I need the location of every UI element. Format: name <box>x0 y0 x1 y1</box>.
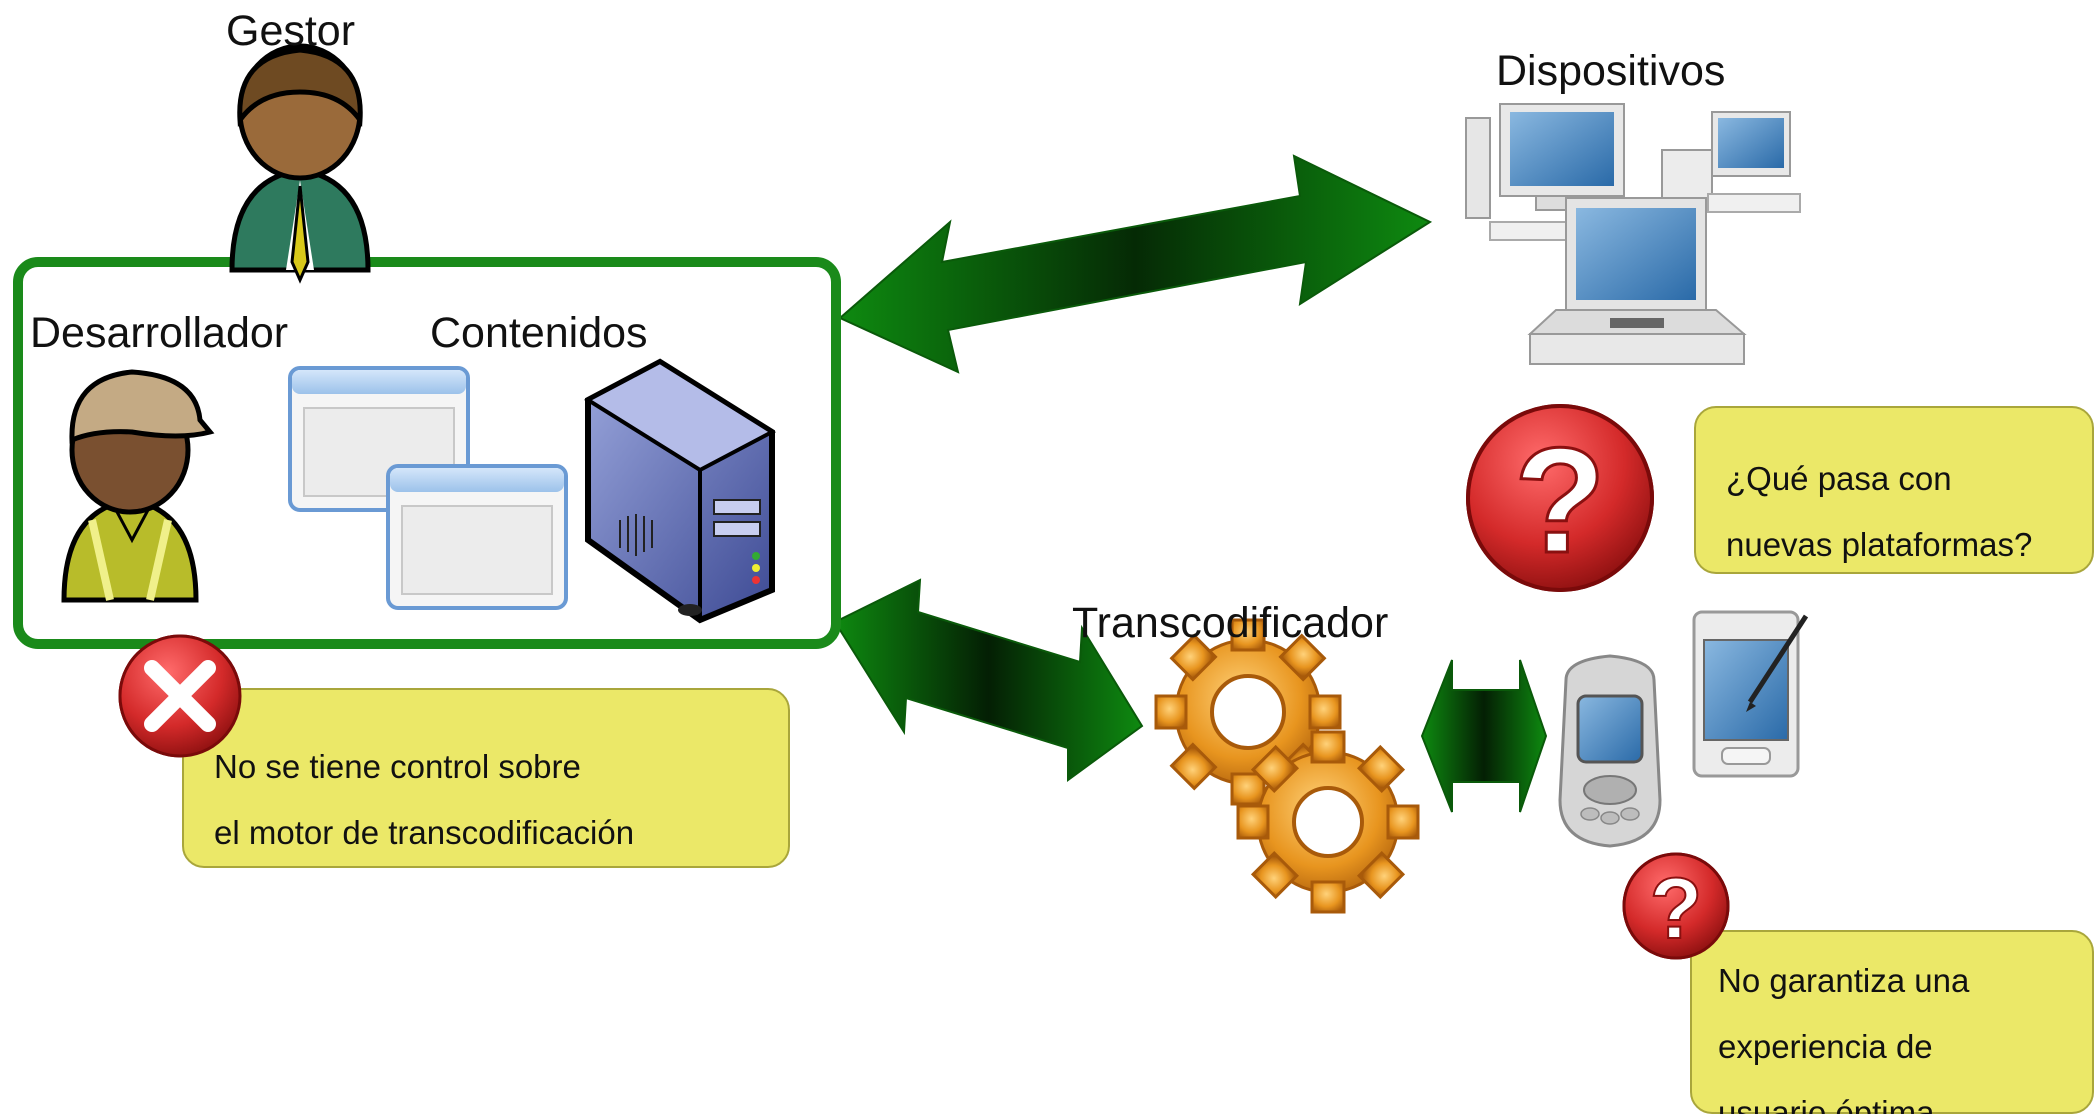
bottom-double-arrow <box>833 578 1144 782</box>
note-new-platforms-line2: nuevas plataformas? <box>1726 526 2033 563</box>
note-no-control-line1: No se tiene control sobre <box>214 748 581 785</box>
svg-text:?: ? <box>1650 861 1703 957</box>
note-new-platforms: ¿Qué pasa con nuevas plataformas? <box>1694 406 2094 574</box>
note-no-guarantee-line1: No garantiza una <box>1718 962 1970 999</box>
label-transcoder: Transcodificador <box>1072 599 1389 647</box>
note-no-control-line2: el motor de transcodificación <box>214 814 635 851</box>
mobile-phone-icon <box>1558 654 1662 848</box>
note-no-guarantee: No garantiza una experiencia de usuario … <box>1690 930 2094 1114</box>
note-no-guarantee-line3: usuario óptima <box>1718 1094 1935 1114</box>
svg-text:?: ? <box>1514 416 1606 584</box>
developer-person-icon <box>61 369 215 603</box>
manager-person-icon <box>229 43 371 284</box>
label-contents: Contenidos <box>430 309 648 357</box>
label-developer: Desarrollador <box>30 309 289 357</box>
note-no-control: No se tiene control sobre el motor de tr… <box>182 688 790 868</box>
top-double-arrow <box>838 154 1433 374</box>
computers-laptop-icon <box>1465 103 1801 365</box>
error-x-overlay-icon <box>118 634 242 758</box>
server-tower-icon <box>583 358 777 624</box>
gears-icon <box>1154 618 1420 914</box>
label-manager: Gestor <box>226 7 356 55</box>
question-small-overlay-icon: ? <box>1622 852 1730 960</box>
note-no-guarantee-line2: experiencia de <box>1718 1028 1933 1065</box>
question-large-overlay-icon: ? <box>1466 404 1654 592</box>
application-windows-icon <box>288 366 568 610</box>
label-devices: Dispositivos <box>1496 47 1726 95</box>
developer-frame <box>13 257 841 649</box>
pda-stylus-icon <box>1692 610 1809 778</box>
small-double-arrow <box>1420 659 1548 813</box>
note-new-platforms-line1: ¿Qué pasa con <box>1726 460 1952 497</box>
